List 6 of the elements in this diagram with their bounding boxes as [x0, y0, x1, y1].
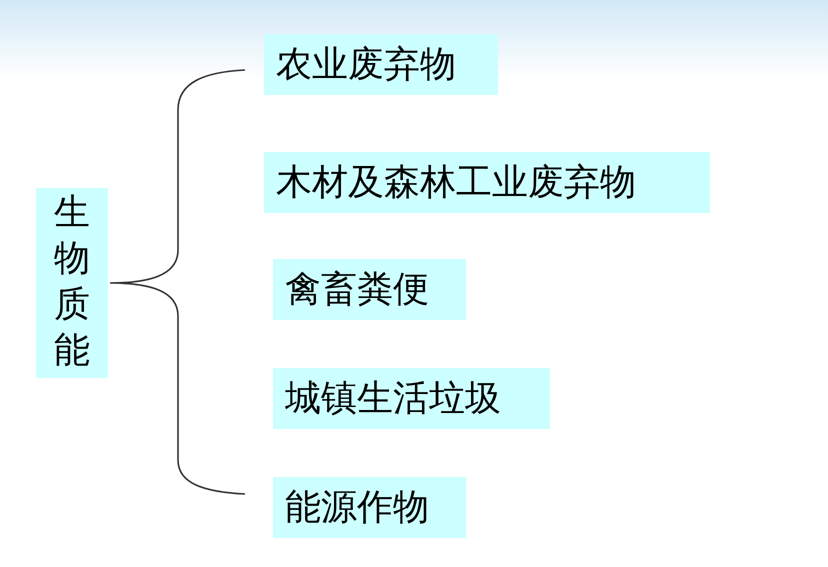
item-label: 木材及森林工业废弃物 [264, 152, 710, 213]
item-label: 农业废弃物 [264, 34, 498, 95]
category-label: 生物质能 [36, 188, 108, 378]
item-label: 城镇生活垃圾 [273, 368, 550, 429]
item-label: 能源作物 [273, 477, 466, 538]
item-label: 禽畜粪便 [273, 259, 466, 320]
